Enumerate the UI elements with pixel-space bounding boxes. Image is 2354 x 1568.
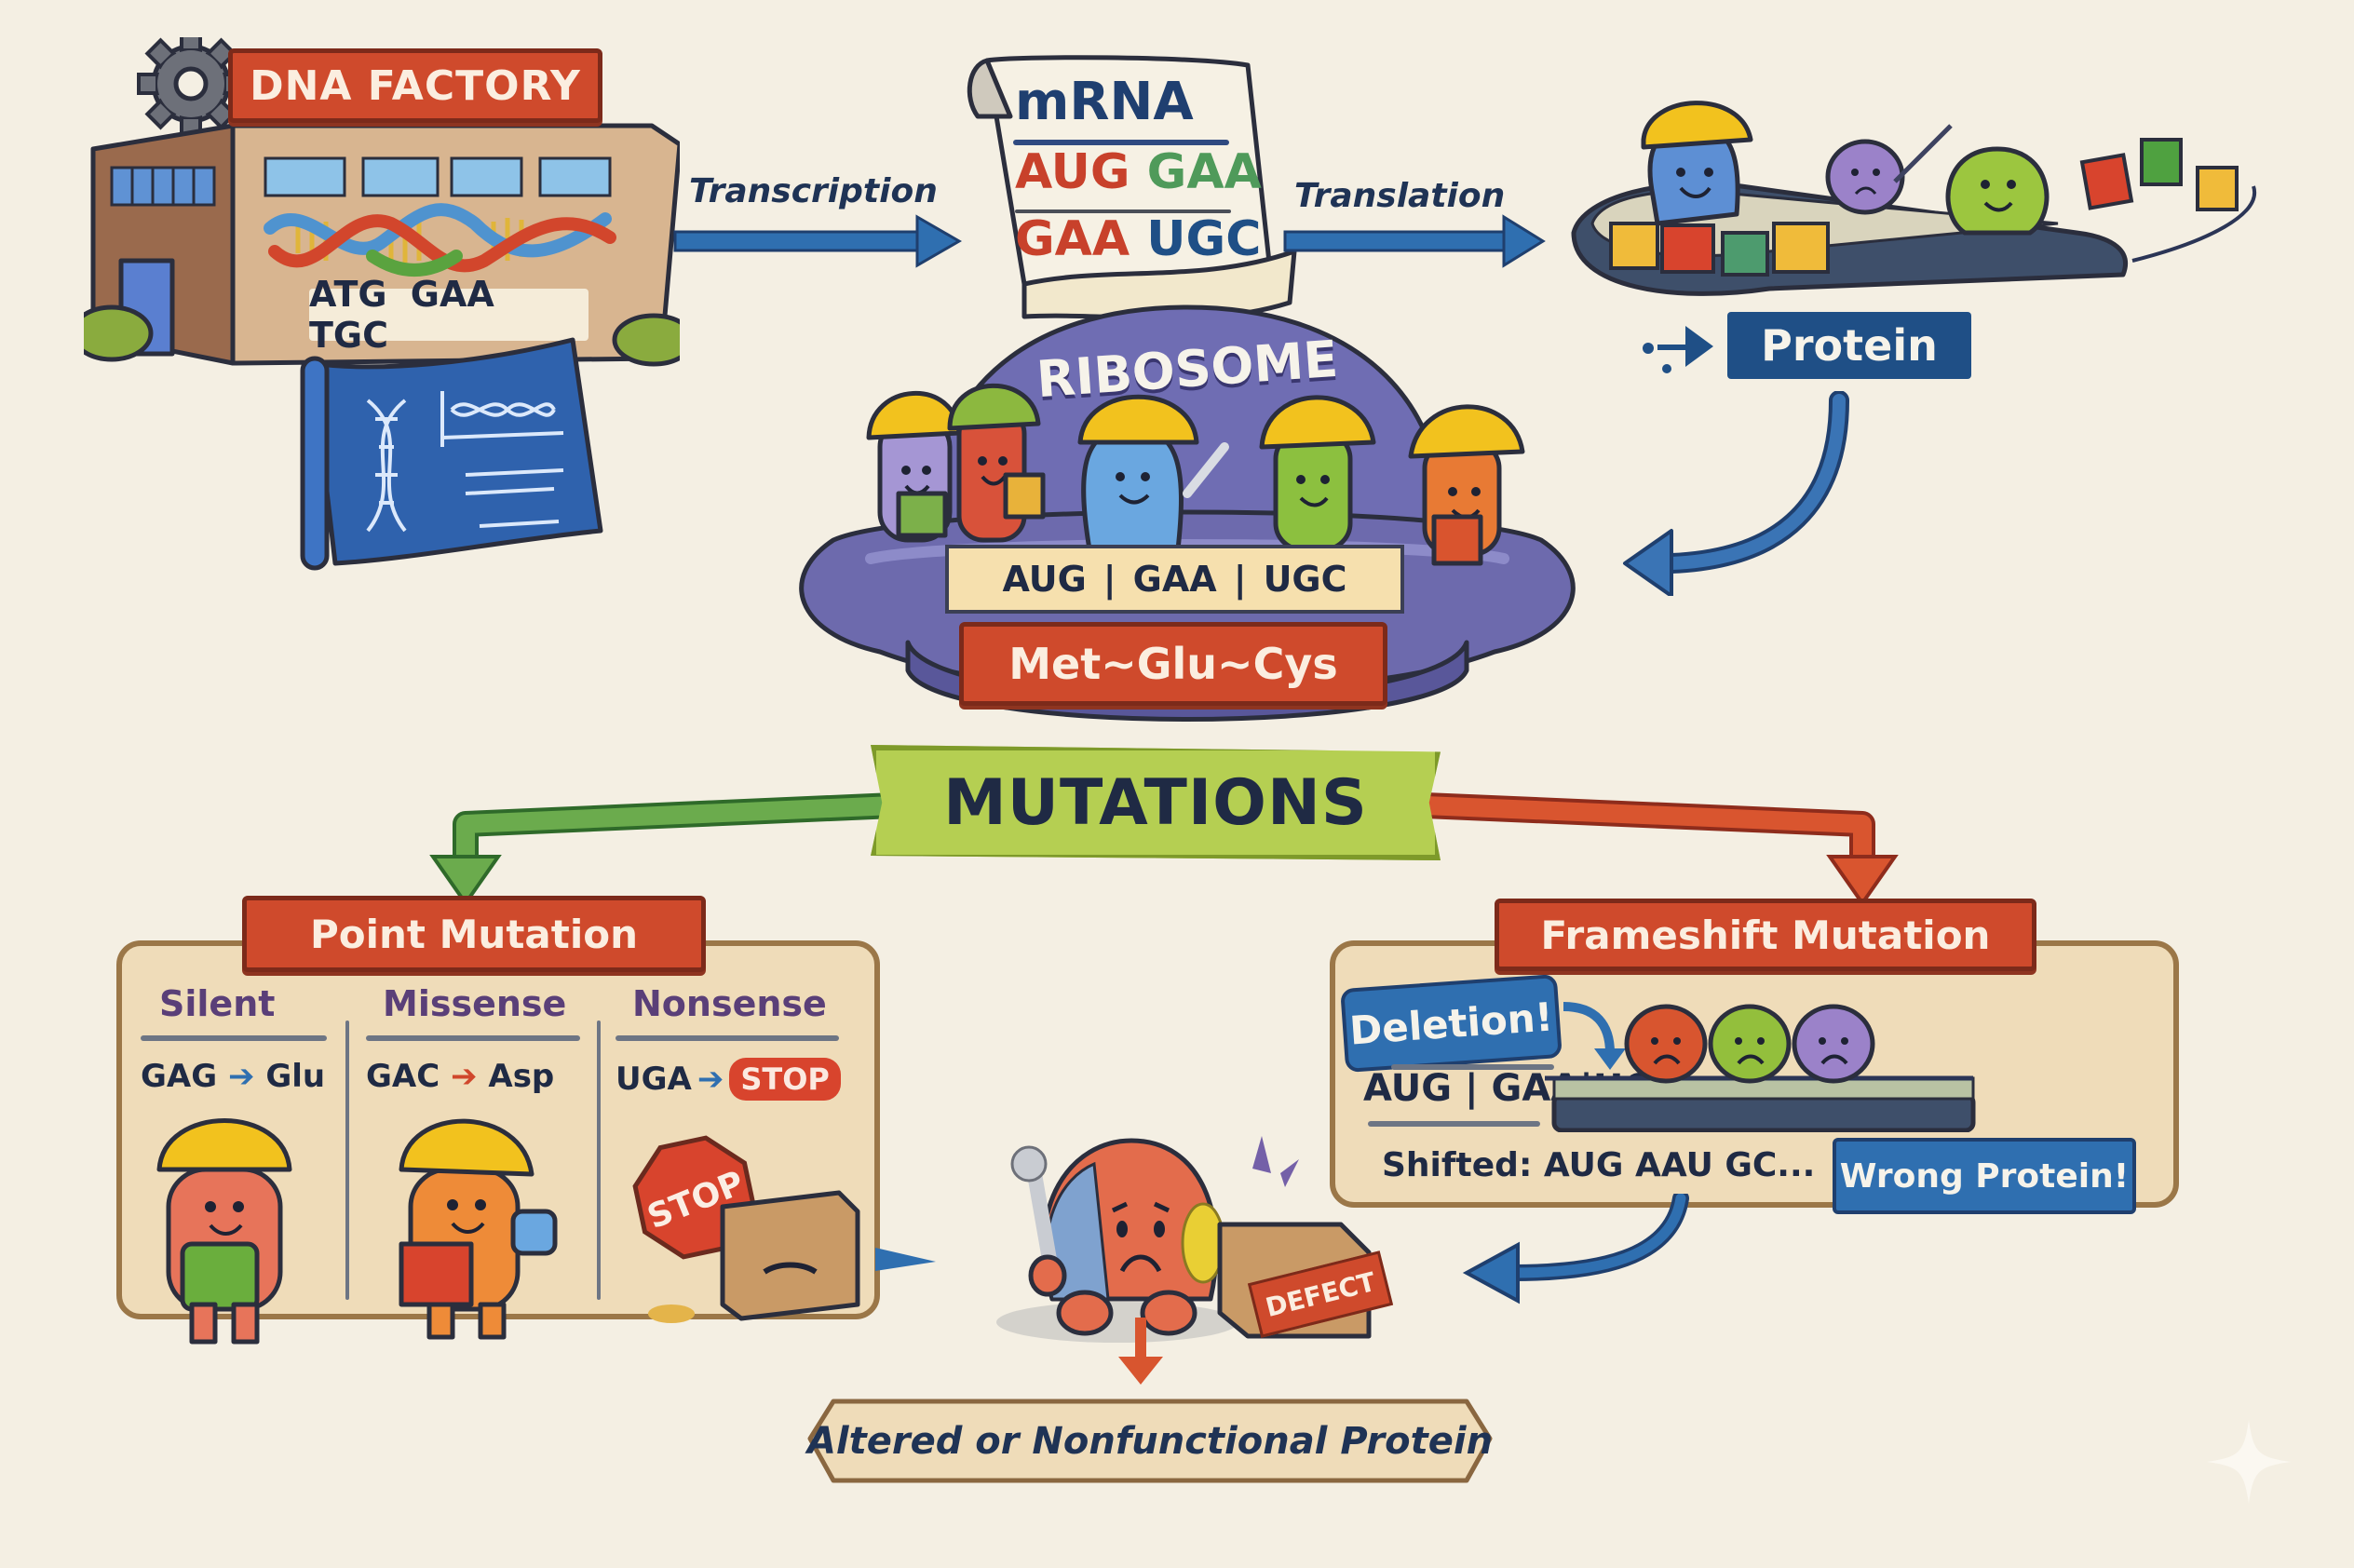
mutation-type-label: Nonsense [632, 983, 827, 1024]
dna-factory: DNA FACTORY ATG GAA TGC [70, 30, 696, 372]
point-column-nonsense: Nonsense UGA ➔ STOP [616, 983, 858, 1101]
mrna-title: mRNA [1015, 72, 1194, 132]
sparkle-icon [2207, 1420, 2291, 1504]
mrna-codon: GAA [1146, 144, 1262, 200]
codon: GAC [366, 1058, 440, 1095]
deletion-badge: Deletion! [1340, 973, 1563, 1074]
frameshift-to-defect-arrow-icon [1462, 1194, 1689, 1304]
codon-change: GAG ➔ Glu [141, 1058, 336, 1095]
arrow-right-icon: ➔ [227, 1058, 255, 1095]
blueprint [293, 335, 610, 573]
protein-conveyor [1555, 84, 2300, 298]
peptide-chain-label: Met~Glu~Cys [959, 622, 1387, 706]
ribosome-codon: UGC [1263, 559, 1347, 600]
return-curved-arrow-icon [1623, 391, 1849, 596]
mrna-line-1: AUG GAA [1015, 144, 1262, 200]
worker-icon [1408, 404, 1525, 566]
mutations-banner: MUTATIONS [871, 745, 1441, 860]
codon: UGA [616, 1061, 692, 1098]
worker-icon [1077, 394, 1229, 552]
ribosome-codon-strip: AUG | GAA | UGC [945, 545, 1404, 614]
sad-blob-icon [1825, 124, 1953, 215]
arrow-right-icon: ➔ [697, 1061, 724, 1098]
shifted-codons: Shifted: AUG AAU GC... [1382, 1146, 1816, 1184]
point-column-silent: Silent GAG ➔ Glu [141, 983, 336, 1095]
broken-box-icon [648, 1190, 860, 1323]
factory-dna-sequence: ATG GAA TGC [309, 274, 588, 356]
mrna-scroll: mRNA AUG GAA GAA UGC [959, 51, 1304, 331]
codon-change: UGA ➔ STOP [616, 1058, 858, 1101]
defect-down-arrow-icon [1118, 1318, 1163, 1385]
point-column-missense: Missense GAC ➔ Asp [366, 983, 585, 1095]
mrna-codon: UGC [1146, 211, 1262, 267]
blueprint-icon [300, 337, 603, 571]
point-mutation-illustrations: STOP [156, 1118, 860, 1345]
frameshift-conveyor-icon [1545, 1004, 1976, 1132]
happy-blob-icon [1945, 146, 2050, 236]
frameshift-mutation-title: Frameshift Mutation [1495, 899, 2036, 971]
arrow-right-icon: ➔ [451, 1058, 478, 1095]
point-to-defect-arrow-icon [875, 1248, 936, 1271]
scroll-icon [967, 55, 1297, 321]
transcription-arrow-icon [673, 214, 962, 268]
mutation-type-label: Missense [383, 983, 567, 1024]
defective-protein-icon [996, 1136, 1372, 1343]
worker-icon [1259, 395, 1376, 552]
point-mutation-title: Point Mutation [242, 896, 706, 972]
mrna-line-2: GAA UGC [1015, 211, 1261, 267]
sad-blob-icon [1708, 1004, 1792, 1084]
defective-protein: DEFECT [931, 1113, 1415, 1373]
stop-bubble: STOP [729, 1058, 841, 1101]
translation-arrow-icon [1283, 214, 1546, 268]
codon: GAG [141, 1058, 218, 1095]
green-branch-arrow-icon [429, 792, 895, 903]
outcome-label: Altered or Nonfunctional Protein [806, 1419, 1494, 1463]
ribosome: RIBOSOME AUG | GAA | UGC Met~Glu~Cys [768, 279, 1606, 736]
transcription-label: Transcription [689, 172, 938, 210]
worker-icon [947, 383, 1046, 543]
factory-title-sign: DNA FACTORY [228, 48, 602, 123]
mrna-codon: AUG [1015, 144, 1130, 200]
missense-worker-icon [399, 1118, 558, 1340]
mutation-type-label: Silent [159, 983, 276, 1024]
silent-worker-icon [156, 1118, 292, 1345]
conveyor-belt-icon [1571, 101, 2257, 296]
worker-icon [1641, 101, 1753, 226]
codon-separator: | [1103, 559, 1116, 600]
mrna-codon: GAA [1015, 211, 1130, 267]
codon-separator: | [1233, 559, 1247, 600]
mutation-branch-arrows [429, 792, 1899, 903]
amino-acid: Glu [265, 1058, 326, 1095]
dna-helix-icon [264, 203, 616, 277]
worker-icon [866, 390, 962, 543]
deletion-arrow-icon [1563, 1002, 1626, 1070]
amino-acid: Asp [488, 1058, 555, 1095]
splash-arrow-icon [1643, 326, 1713, 373]
translation-label: Translation [1294, 177, 1506, 215]
red-branch-arrow-icon [1424, 792, 1899, 903]
wrong-protein-badge: Wrong Protein! [1833, 1138, 2136, 1214]
ribbon-banner-icon [807, 1399, 1493, 1483]
outcome-banner: Altered or Nonfunctional Protein [801, 1392, 1499, 1490]
protein-badge: Protein [1727, 312, 1971, 379]
ribosome-codon: AUG [1002, 559, 1087, 600]
alarm-marks-icon [1252, 1136, 1299, 1187]
sad-blob-icon [1792, 1004, 1875, 1084]
point-mutation-panel: Silent GAG ➔ Glu Missense GAC ➔ Asp Nons… [116, 940, 880, 1345]
sad-blob-icon [1624, 1004, 1708, 1084]
ribosome-codon: GAA [1132, 559, 1217, 600]
codon-change: GAC ➔ Asp [366, 1058, 585, 1095]
